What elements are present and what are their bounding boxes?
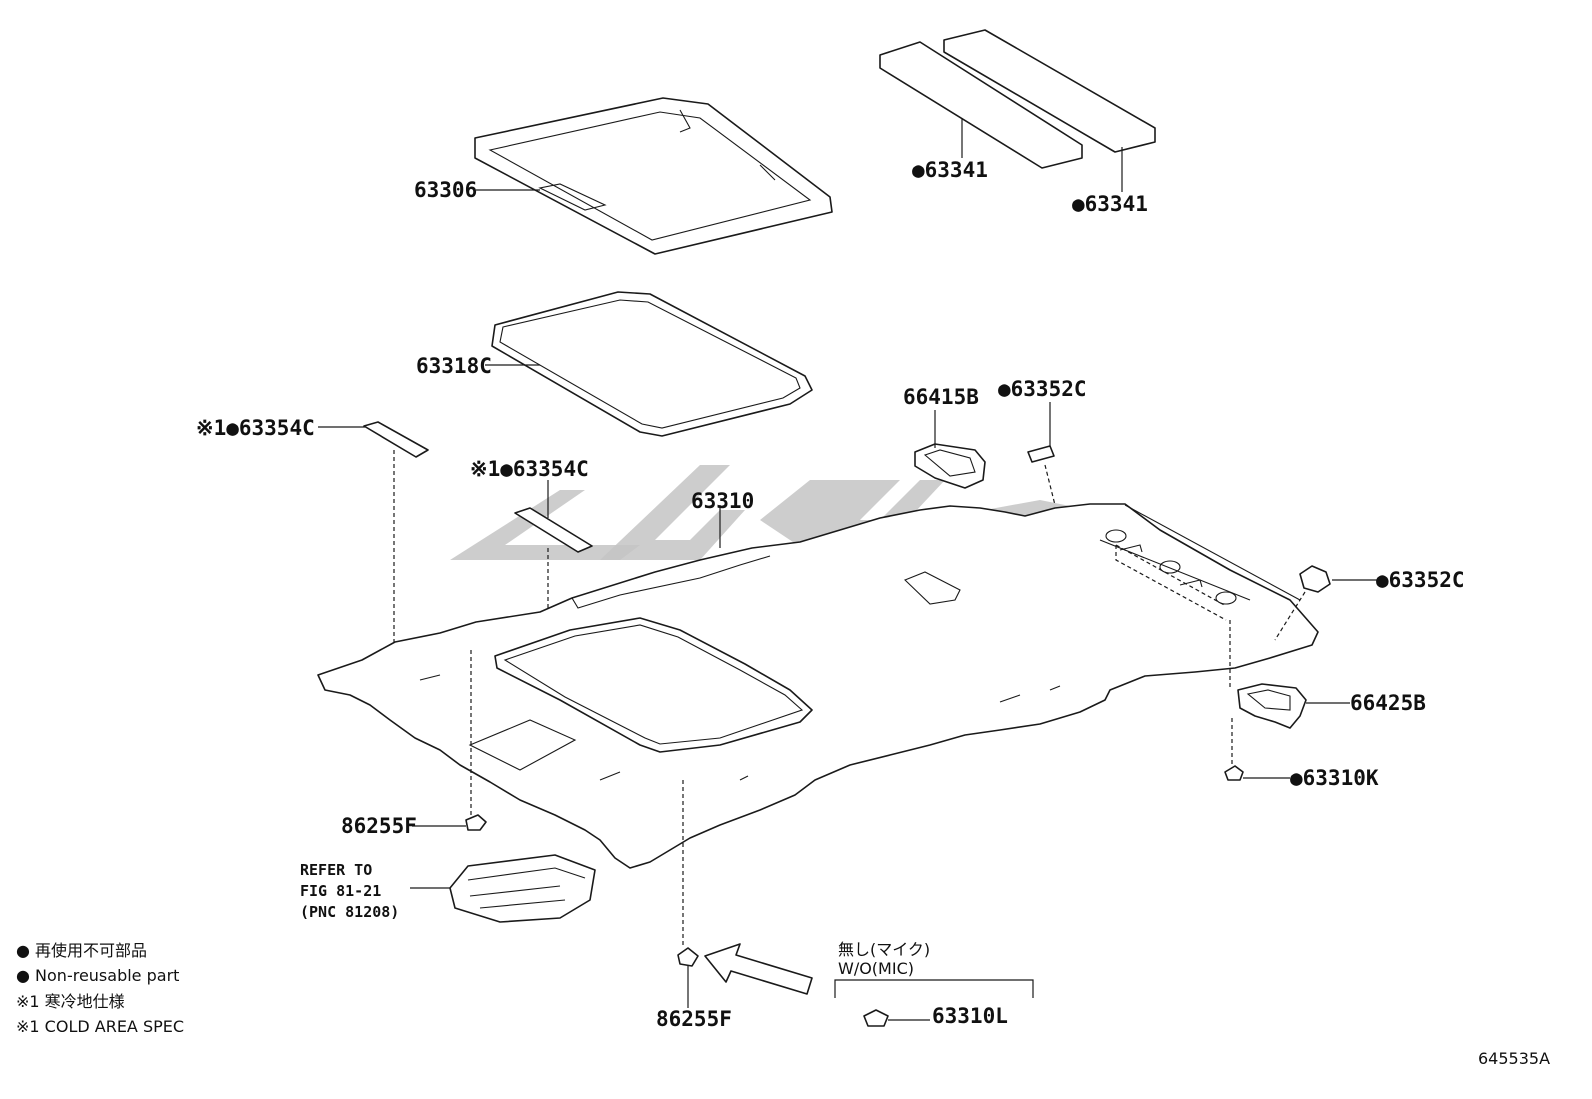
label-63310l: 63310L <box>932 1004 1008 1028</box>
label-66425b: 66425B <box>1350 691 1426 715</box>
part-66425b-bracket <box>1229 620 1350 729</box>
label-63354c-a: ※1●63354C <box>196 416 315 440</box>
legend-cold-en: ※1 COLD AREA SPEC <box>16 1017 184 1036</box>
refer-line-3: (PNC 81208) <box>300 903 399 921</box>
legend-non-reusable-en: ● Non-reusable part <box>16 966 179 985</box>
figure-code: 645535A <box>1478 1049 1550 1068</box>
label-63354c-b: ※1●63354C <box>470 457 589 481</box>
label-63318c: 63318C <box>416 354 492 378</box>
legend-non-reusable-jp: ● 再使用不可部品 <box>16 941 147 960</box>
label-86255f-a: 86255F <box>341 814 417 838</box>
part-63310k-clip <box>1224 718 1290 781</box>
refer-line-1: REFER TO <box>300 861 372 879</box>
label-63341-b: ●63341 <box>1072 192 1148 216</box>
legend-cold-jp: ※1 寒冷地仕様 <box>16 992 125 1011</box>
part-63310l-clip <box>863 1009 930 1027</box>
label-63310k: ●63310K <box>1290 766 1379 790</box>
label-66415b: 66415B <box>903 385 979 409</box>
part-63310-headliner <box>317 503 1319 869</box>
variant-jp: 無し(マイク) <box>838 940 930 959</box>
label-63352c-b: ●63352C <box>1376 568 1465 592</box>
part-66415b-bracket <box>914 410 986 489</box>
variant-en: W/O(MIC) <box>838 959 914 978</box>
refer-line-2: FIG 81-21 <box>300 882 381 900</box>
part-63306-sunshade <box>474 97 833 255</box>
room-lamp-assembly <box>410 854 596 923</box>
label-63306: 63306 <box>414 178 477 202</box>
part-63318c-seal <box>485 291 813 437</box>
label-63310: 63310 <box>691 489 754 513</box>
variant-bracket <box>834 979 1034 998</box>
direction-arrow <box>704 943 813 995</box>
label-86255f-b: 86255F <box>656 1007 732 1031</box>
label-63341-a: ●63341 <box>912 158 988 182</box>
part-86255f-clips <box>412 650 699 1008</box>
label-63352c-a: ●63352C <box>998 377 1087 401</box>
part-63352c-pads <box>1027 402 1380 641</box>
part-63341-pads <box>879 29 1156 192</box>
